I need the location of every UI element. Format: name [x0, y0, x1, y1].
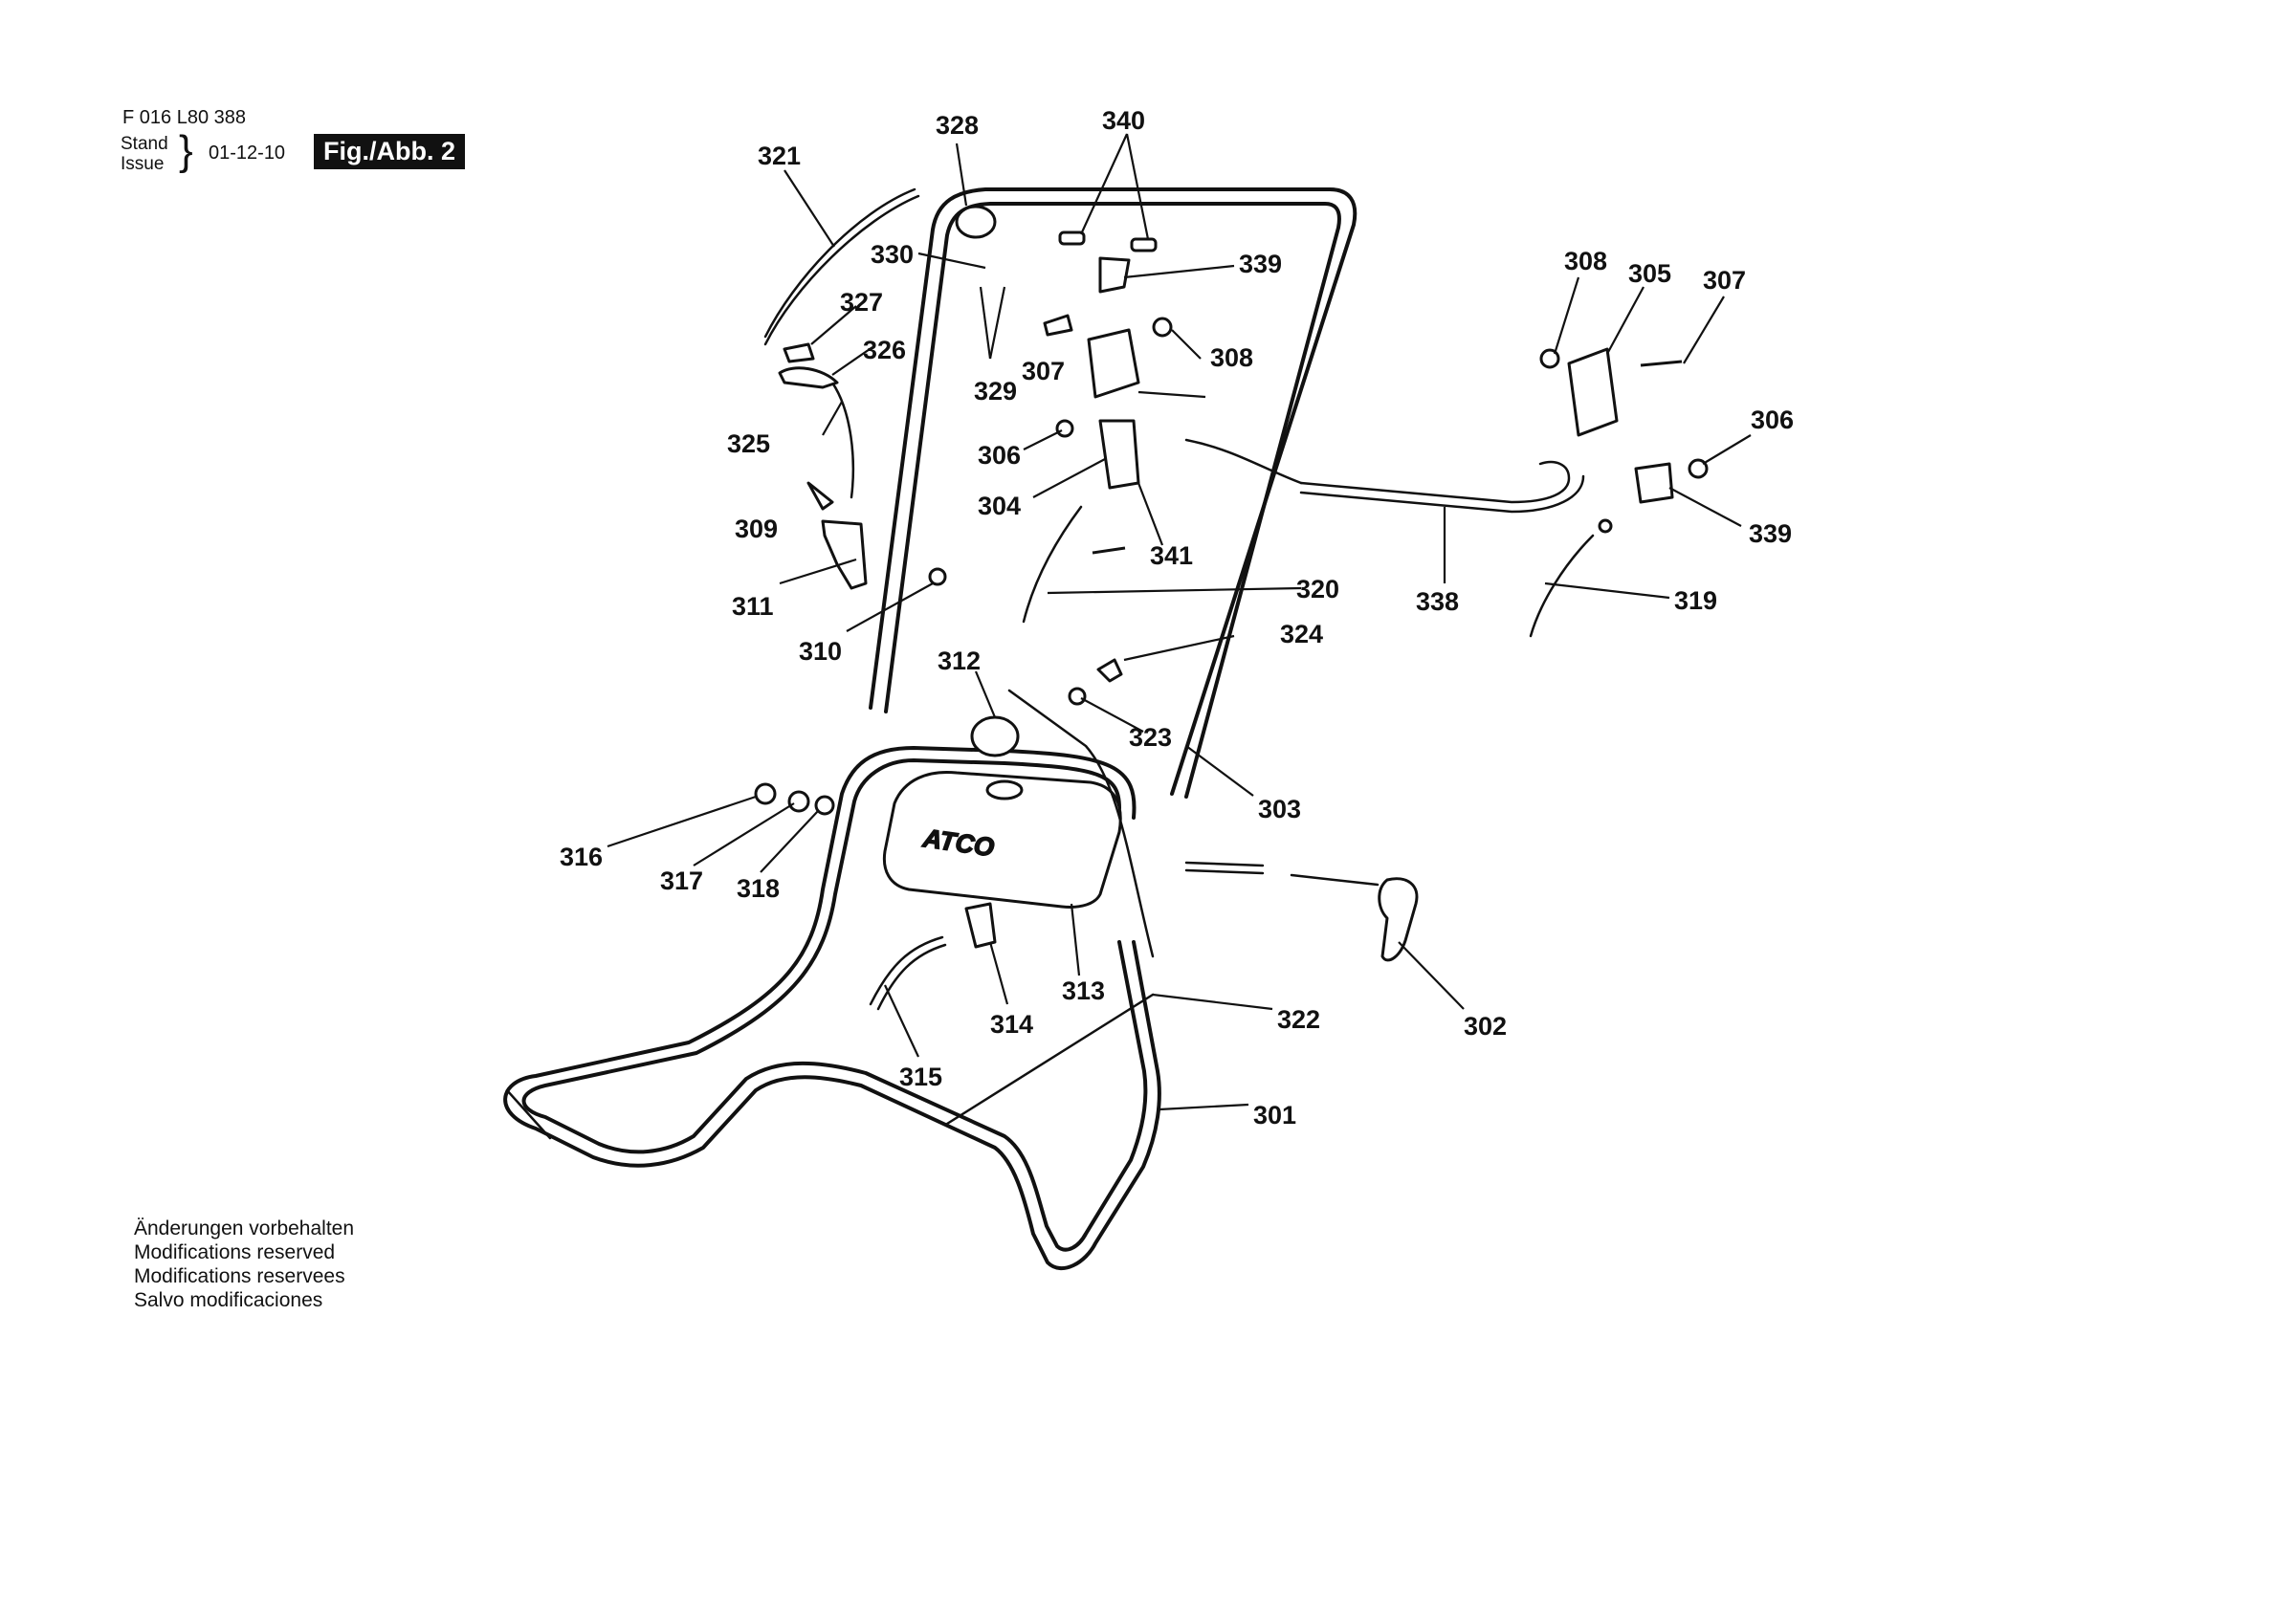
- label-306-left: 306: [978, 441, 1021, 470]
- label-320: 320: [1296, 575, 1339, 603]
- clutch-lever: [1184, 861, 1419, 962]
- label-308-right: 308: [1564, 247, 1607, 275]
- label-329: 329: [974, 377, 1017, 406]
- label-319: 319: [1674, 586, 1717, 615]
- label-308-left: 308: [1210, 343, 1253, 372]
- cable-321: [763, 194, 920, 346]
- label-323: 323: [1129, 723, 1172, 752]
- label-340: 340: [1102, 106, 1145, 135]
- label-327: 327: [840, 288, 883, 317]
- label-310: 310: [799, 637, 842, 666]
- label-330: 330: [871, 240, 914, 269]
- label-307-right: 307: [1703, 266, 1746, 295]
- label-322: 322: [1277, 1005, 1320, 1034]
- label-326: 326: [863, 336, 906, 364]
- label-304: 304: [978, 492, 1021, 520]
- fuel-tank: ATCO: [882, 770, 1122, 909]
- label-306-right: 306: [1751, 406, 1794, 434]
- label-307-left: 307: [1022, 357, 1065, 385]
- label-302: 302: [1464, 1012, 1507, 1041]
- label-309: 309: [735, 515, 778, 543]
- control-rod: [1184, 438, 1585, 514]
- notice-line-fr: Modifications reservees: [134, 1265, 345, 1287]
- label-313: 313: [1062, 976, 1105, 1005]
- label-328: 328: [936, 111, 979, 140]
- label-303: 303: [1258, 795, 1301, 823]
- hose-315-b: [876, 943, 947, 1011]
- label-338: 338: [1416, 587, 1459, 616]
- label-316: 316: [560, 843, 603, 871]
- stand-issue-label: Stand Issue: [121, 134, 168, 174]
- cable-322: [1007, 689, 1155, 958]
- stand-label: Stand: [121, 134, 168, 154]
- cable-325: [830, 381, 855, 499]
- cable-322-b: [945, 993, 1155, 1126]
- issue-label: Issue: [121, 154, 165, 174]
- label-311: 311: [732, 592, 774, 621]
- part-number-labels: 321 328 340 330 339 327 326 329 307 308 …: [560, 106, 1794, 1130]
- label-315: 315: [899, 1063, 942, 1091]
- notice-line-de: Änderungen vorbehalten: [134, 1217, 355, 1239]
- cable-321-b: [763, 187, 916, 339]
- label-325: 325: [727, 429, 770, 458]
- label-314: 314: [990, 1010, 1033, 1039]
- label-318: 318: [737, 874, 780, 903]
- label-317: 317: [660, 866, 703, 895]
- label-301: 301: [1253, 1101, 1296, 1130]
- label-324: 324: [1280, 620, 1323, 648]
- fuel-cap: [970, 715, 1020, 757]
- label-312: 312: [938, 647, 981, 675]
- hose-315: [869, 935, 944, 1006]
- label-339-top: 339: [1239, 250, 1282, 278]
- notice-line-es: Salvo modificaciones: [134, 1289, 323, 1311]
- lower-handle-frame: [503, 746, 1161, 1270]
- modifications-notice: Änderungen vorbehalten Modifications res…: [134, 1217, 354, 1312]
- label-339-right: 339: [1749, 519, 1792, 548]
- small-parts: [754, 205, 1709, 949]
- notice-line-en: Modifications reserved: [134, 1241, 336, 1263]
- figure-badge: Fig./Abb. 2: [314, 134, 465, 169]
- brace-glyph: }: [179, 127, 193, 174]
- cable-320: [1022, 505, 1083, 624]
- upper-handle: [869, 187, 1358, 799]
- issue-date: 01-12-10: [209, 143, 286, 164]
- label-305: 305: [1628, 259, 1671, 288]
- document-code: F 016 L80 388: [122, 107, 246, 128]
- leader-lines: [607, 133, 1752, 1111]
- label-321: 321: [758, 142, 801, 170]
- label-341: 341: [1150, 541, 1193, 570]
